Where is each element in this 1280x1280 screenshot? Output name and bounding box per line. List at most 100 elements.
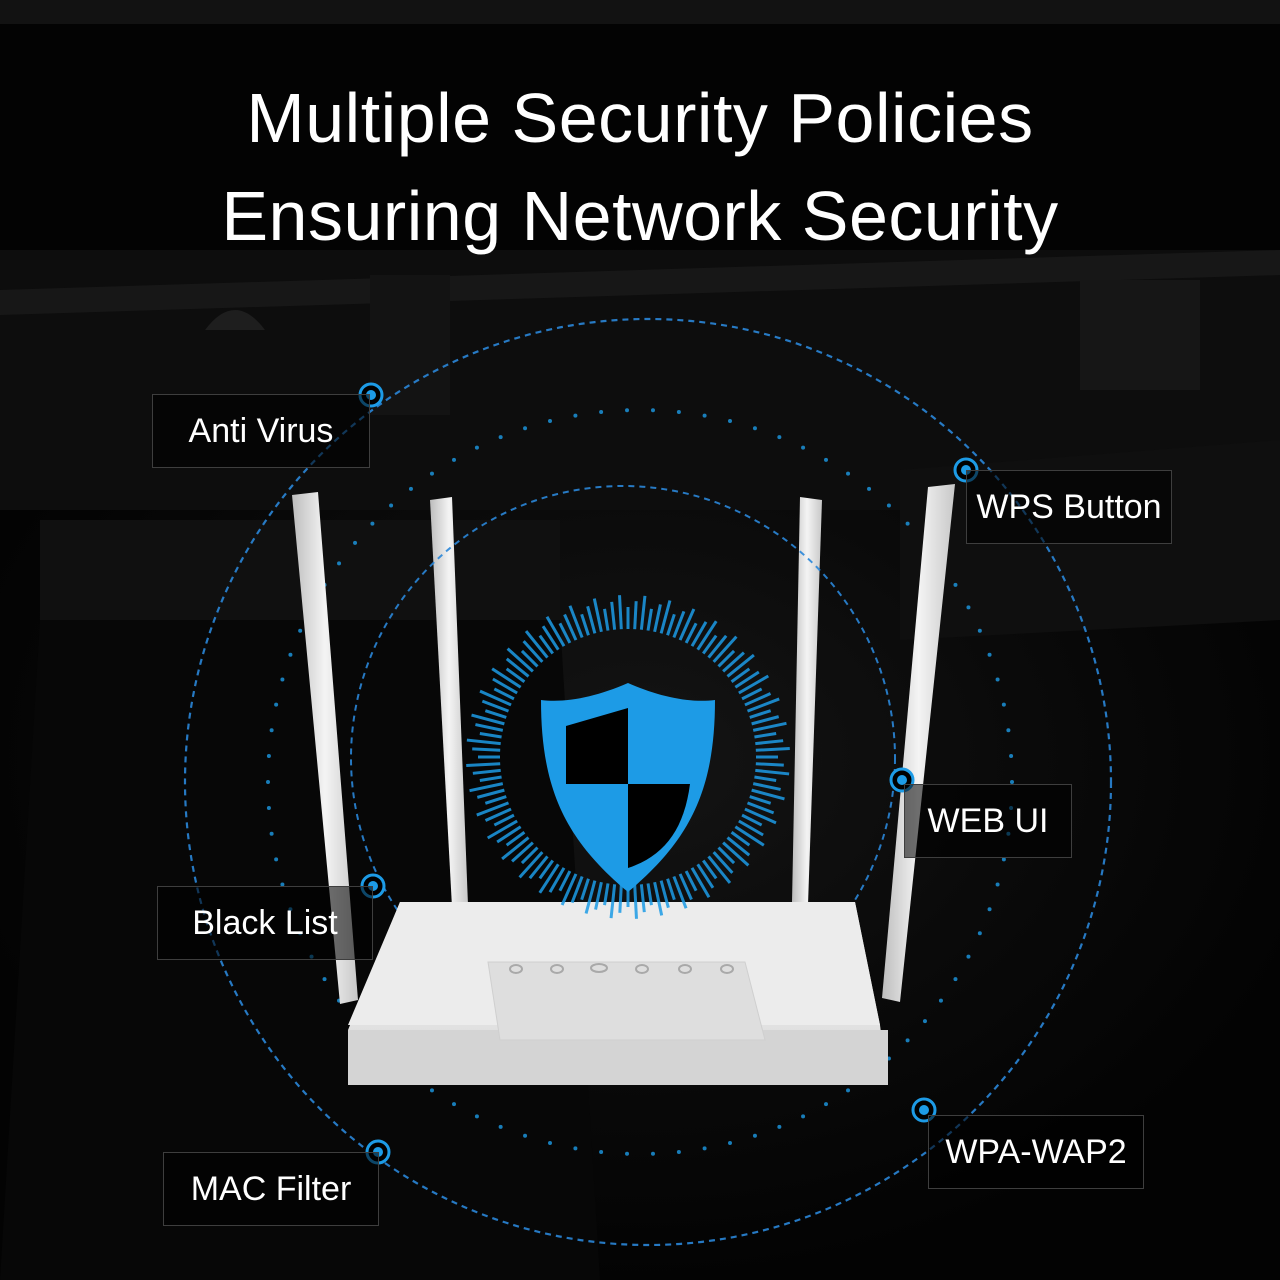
ring-dot bbox=[650, 408, 655, 413]
burst-tick bbox=[472, 747, 501, 752]
burst-tick bbox=[486, 819, 518, 840]
burst-tick bbox=[712, 851, 734, 874]
ring-dot bbox=[1001, 857, 1006, 862]
burst-tick bbox=[741, 687, 763, 701]
ring-dot bbox=[429, 471, 434, 476]
ring-dot bbox=[298, 628, 303, 633]
ring-dot bbox=[727, 1140, 732, 1145]
burst-tick bbox=[752, 721, 787, 732]
burst-tick bbox=[568, 605, 584, 639]
burst-tick bbox=[666, 878, 676, 901]
burst-tick bbox=[528, 855, 549, 880]
ring-dot bbox=[922, 1019, 927, 1024]
burst-tick bbox=[702, 634, 718, 655]
ring-dot bbox=[353, 540, 358, 545]
ring-dot bbox=[1001, 702, 1006, 707]
burst-tick bbox=[558, 870, 572, 892]
burst-tick bbox=[558, 622, 572, 644]
ring-dot bbox=[676, 1149, 681, 1154]
ring-dot bbox=[288, 652, 293, 657]
burst-tick bbox=[479, 732, 502, 739]
burst-tick bbox=[618, 884, 623, 913]
antenna-outer-right bbox=[882, 484, 955, 1002]
burst-tick bbox=[659, 600, 672, 634]
burst-tick bbox=[746, 801, 775, 815]
burst-tick bbox=[696, 620, 718, 651]
ring-dot bbox=[599, 1149, 604, 1154]
ring-dot bbox=[625, 1151, 630, 1156]
burst-tick bbox=[584, 880, 597, 914]
ring-dot bbox=[752, 1133, 757, 1138]
burst-tick bbox=[755, 762, 784, 767]
inner-ring bbox=[350, 485, 896, 1031]
ring-dot bbox=[886, 503, 891, 508]
ring-dot bbox=[548, 1140, 553, 1145]
ring-dot bbox=[599, 410, 604, 415]
burst-tick bbox=[678, 873, 693, 901]
burst-tick bbox=[484, 709, 507, 719]
ring-dot bbox=[523, 426, 528, 431]
burst-tick bbox=[639, 595, 647, 630]
antenna-inner-right bbox=[792, 497, 822, 905]
burst-tick bbox=[726, 836, 751, 857]
burst-tick bbox=[722, 841, 750, 867]
ring-dot bbox=[274, 702, 279, 707]
ring-dot bbox=[727, 419, 732, 424]
burst-tick bbox=[538, 859, 554, 880]
page-title-line-2: Ensuring Network Security bbox=[221, 177, 1059, 255]
feature-label-wpa-wap2: WPA-WAP2 bbox=[928, 1115, 1144, 1189]
ring-dot bbox=[280, 882, 285, 887]
burst-tick bbox=[707, 634, 728, 659]
ring-dot bbox=[474, 445, 479, 450]
ring-dot bbox=[1010, 780, 1014, 784]
burst-tick bbox=[522, 640, 544, 663]
ring-dot bbox=[905, 521, 910, 526]
ring-dot bbox=[429, 1088, 434, 1093]
ring-dot bbox=[777, 435, 782, 440]
burst-tick bbox=[746, 697, 780, 713]
burst-tick bbox=[734, 825, 765, 847]
burst-tick bbox=[541, 625, 560, 651]
burst-tick bbox=[755, 739, 784, 746]
ring-dot bbox=[266, 805, 271, 810]
ring-dot bbox=[987, 652, 992, 657]
burst-tick bbox=[726, 653, 755, 678]
ring-dot bbox=[452, 1102, 456, 1107]
burst-tick bbox=[696, 863, 715, 889]
ring-dot bbox=[548, 419, 553, 424]
ring-dot bbox=[266, 754, 271, 759]
burst-tick bbox=[730, 667, 751, 683]
burst-tick bbox=[751, 788, 785, 801]
burst-tick bbox=[586, 605, 597, 634]
burst-tick bbox=[580, 613, 590, 636]
burst-tick bbox=[518, 851, 544, 879]
ring-dot bbox=[777, 1124, 782, 1129]
burst-tick bbox=[479, 775, 502, 782]
burst-tick bbox=[592, 598, 603, 633]
burst-tick bbox=[646, 883, 653, 906]
antenna-outer-left bbox=[292, 492, 358, 1004]
burst-tick bbox=[610, 601, 617, 630]
burst-tick bbox=[738, 674, 770, 695]
burst-tick bbox=[754, 775, 777, 782]
burst-tick bbox=[538, 863, 560, 894]
ring-dot bbox=[650, 1151, 655, 1156]
outer-ring bbox=[183, 317, 1113, 1247]
burst-tick bbox=[749, 795, 772, 805]
burst-tick bbox=[505, 657, 530, 678]
router-device bbox=[348, 902, 888, 1085]
ring-dot bbox=[274, 857, 279, 862]
burst-tick bbox=[505, 667, 526, 683]
ring-dot bbox=[702, 1146, 707, 1151]
burst-tick bbox=[639, 884, 646, 913]
burst-tick bbox=[563, 613, 578, 641]
burst-tick bbox=[712, 635, 738, 663]
burst-tick bbox=[646, 608, 653, 631]
feature-label-wps-button: WPS Button bbox=[966, 470, 1172, 544]
ring-dot bbox=[573, 1146, 578, 1151]
ring-dot bbox=[953, 582, 958, 587]
burst-tick bbox=[501, 836, 530, 861]
ring-dot bbox=[702, 413, 707, 418]
burst-tick bbox=[744, 692, 772, 707]
radial-tick-burst bbox=[466, 595, 790, 919]
